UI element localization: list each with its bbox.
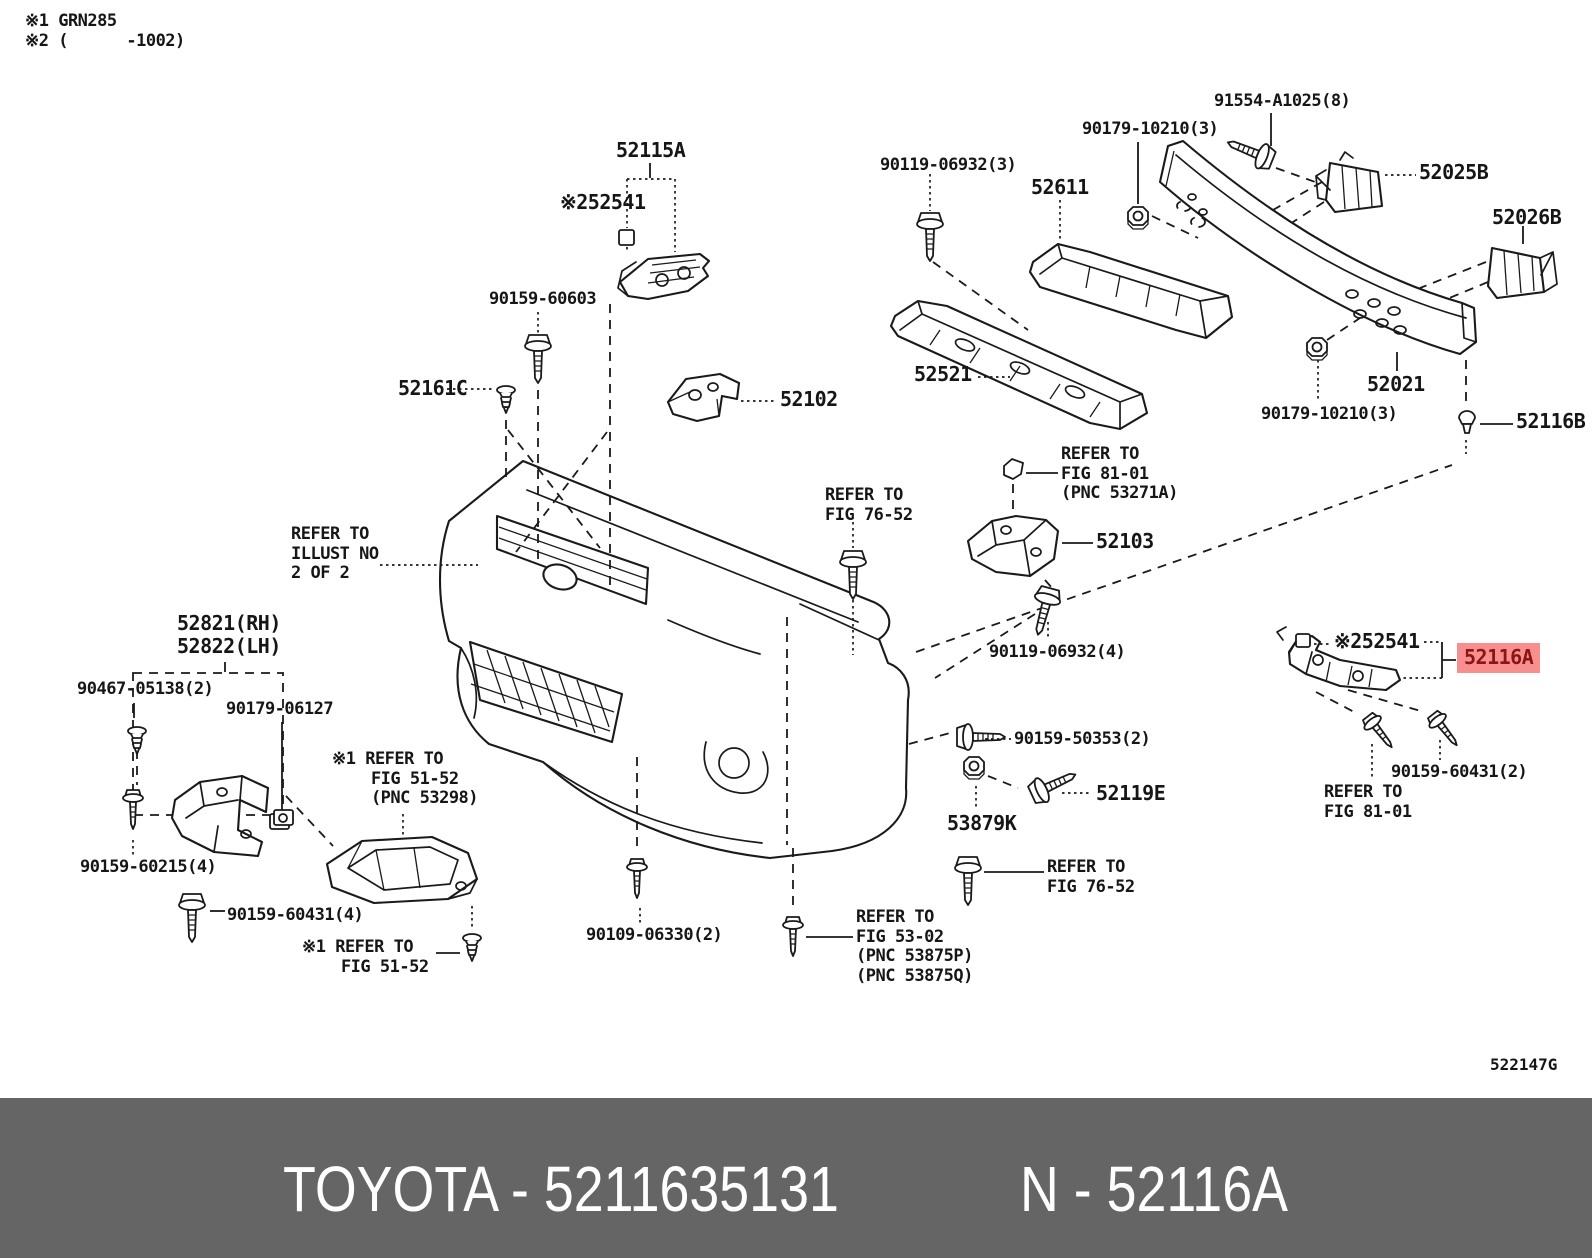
reinforcement-52021-sketch	[1158, 139, 1478, 356]
label-90159-60431-4: 90159-60431(4)	[227, 905, 364, 925]
label-refer-fig5152-bottom: ※1 REFER TO FIG 51-52	[302, 937, 429, 977]
label-refer-fig8101-right: REFER TO FIG 81-01	[1324, 782, 1412, 822]
label-52611: 52611	[1031, 175, 1089, 199]
nut-90179-06127	[269, 809, 294, 830]
bracket-52821-sketch	[170, 774, 270, 858]
clip-52161c	[496, 385, 516, 414]
label-52521: 52521	[914, 362, 972, 386]
label-52541-top: ※252541	[560, 190, 646, 214]
label-53879k: 53879K	[947, 811, 1017, 835]
label-90119-06932-4: 90119-06932(4)	[989, 642, 1126, 662]
label-52116b: 52116B	[1516, 409, 1586, 433]
label-90179-10210-bottom: 90179-10210(3)	[1261, 404, 1398, 424]
clip-90467-05138	[127, 726, 147, 755]
banner-part-number: TOYOTA - 5211635131	[283, 1153, 839, 1225]
nut-90179-10210-bottom	[1306, 337, 1328, 361]
clip-52541-right-sketch	[1295, 633, 1311, 648]
label-52115a: 52115A	[616, 138, 686, 162]
label-52541-right: ※252541	[1334, 629, 1420, 653]
clip-52541-top-sketch	[618, 229, 635, 246]
label-91554-a1025: 91554-A1025(8)	[1214, 91, 1351, 111]
screw-90159-60431-2	[1423, 707, 1466, 753]
label-52821-52822: 52821(RH) 52822(LH)	[177, 611, 281, 658]
nut-53879k	[963, 756, 985, 780]
label-52103: 52103	[1096, 529, 1154, 553]
label-90467-05138: 90467-05138(2)	[77, 679, 214, 699]
bolt-90159-50353	[956, 723, 1006, 751]
bolt-52119e	[1025, 761, 1082, 808]
label-52026b: 52026B	[1492, 205, 1562, 229]
label-90159-60431-2: 90159-60431(2)	[1391, 762, 1528, 782]
bracket-52103-sketch	[966, 514, 1060, 578]
label-refer-fig7652-right: REFER TO FIG 76-52	[1047, 857, 1135, 897]
absorber-52611-sketch	[1028, 242, 1234, 340]
label-52119e: 52119E	[1096, 781, 1166, 805]
label-52025b: 52025B	[1419, 160, 1489, 184]
bolt-91554-a1025	[1222, 129, 1279, 174]
label-52102: 52102	[780, 387, 838, 411]
label-refer-fig5302: REFER TO FIG 53-02 (PNC 53875P) (PNC 538…	[856, 907, 973, 986]
note-grn285: ※1 GRN285	[25, 11, 117, 31]
bolt-90159-60603	[524, 334, 552, 384]
bracket-52102-sketch	[666, 372, 741, 423]
crushbox-52025b-sketch	[1315, 151, 1384, 214]
label-52116a-highlighted: 52116A	[1457, 643, 1541, 673]
screw-90159-60215	[122, 789, 144, 830]
label-90119-06932-3: 90119-06932(3)	[880, 155, 1017, 175]
label-52021: 52021	[1367, 372, 1425, 396]
bracket-52115a-sketch	[617, 252, 711, 301]
bolt-90119-06932-4	[1024, 584, 1064, 639]
footer-banner: TOYOTA - 5211635131 N - 52116A	[0, 1098, 1592, 1258]
screw-90109-06330	[626, 858, 648, 899]
clip-fig5152	[462, 933, 482, 962]
leader-lines	[132, 113, 1524, 954]
apron-53298-sketch	[325, 835, 479, 905]
nut-90179-10210-top	[1127, 206, 1149, 230]
exploded-diagram-art	[122, 113, 1558, 962]
crushbox-52026b-sketch	[1486, 246, 1558, 300]
label-90179-06127: 90179-06127	[226, 699, 334, 719]
label-90109-06330: 90109-06330(2)	[586, 925, 723, 945]
label-refer-fig7652-left: REFER TO FIG 76-52	[825, 485, 913, 525]
label-90159-60603: 90159-60603	[489, 289, 597, 309]
label-refer-illust: REFER TO ILLUST NO 2 OF 2	[291, 524, 379, 584]
bracket-52116a-sketch	[1276, 626, 1402, 692]
bolt-fig7652-right	[954, 856, 982, 906]
banner-part-code: N - 52116A	[1020, 1153, 1288, 1225]
screw-fig8101-right	[1358, 709, 1401, 755]
label-refer-fig8101-top: REFER TO FIG 81-01 (PNC 53271A)	[1061, 444, 1178, 504]
figure-code: 522147G	[1490, 1055, 1558, 1074]
label-52161c: 52161C	[398, 376, 468, 400]
clamp-fig8101-sketch	[1003, 458, 1024, 480]
screw-fig5302	[782, 916, 804, 957]
bolt-90159-60431-4	[178, 893, 206, 943]
bolt-90119-06932-3	[916, 212, 944, 262]
label-refer-fig5152-pnc: ※1 REFER TO FIG 51-52 (PNC 53298)	[332, 749, 479, 809]
note-date-range: ※2 ( -1002)	[25, 31, 185, 51]
label-90159-50353: 90159-50353(2)	[1014, 729, 1151, 749]
label-90159-60215: 90159-60215(4)	[80, 857, 217, 877]
rail-52521-sketch	[889, 299, 1149, 431]
clip-52116b	[1458, 410, 1476, 434]
label-90179-10210-top: 90179-10210(3)	[1082, 119, 1219, 139]
